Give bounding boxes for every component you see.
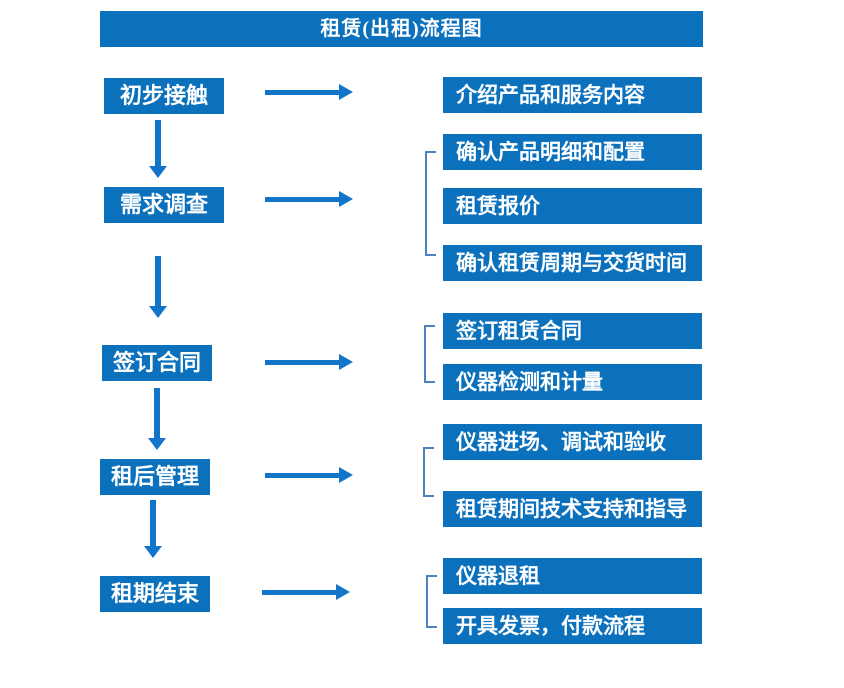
group-bracket-post-rental [423, 447, 434, 497]
down-arrow-head [144, 546, 162, 558]
down-arrow-line [154, 388, 160, 438]
right-arrow-line [265, 89, 339, 95]
step-box-sign-contract: 签订合同 [102, 345, 212, 381]
down-arrow-head [149, 306, 167, 318]
right-arrow-line [265, 196, 339, 202]
step-box-initial-contact: 初步接触 [104, 78, 224, 114]
right-arrow-head [339, 354, 353, 370]
step-box-demand-survey: 需求调查 [104, 187, 224, 223]
down-arrow-head [149, 166, 167, 178]
right-arrow-head [339, 191, 353, 207]
right-arrow-head [339, 84, 353, 100]
down-arrow-line [155, 256, 161, 306]
page-title: 租赁(出租)流程图 [100, 11, 703, 47]
detail-box-instrument-return: 仪器退租 [443, 558, 702, 594]
right-arrow-icon [262, 584, 350, 600]
detail-box-confirm-rental-period: 确认租赁周期与交货时间 [443, 245, 702, 281]
detail-box-introduce-products: 介绍产品和服务内容 [443, 77, 702, 113]
detail-box-technical-support: 租赁期间技术支持和指导 [443, 491, 702, 527]
right-arrow-line [262, 589, 336, 595]
detail-box-instrument-setup: 仪器进场、调试和验收 [443, 424, 702, 460]
step-box-rental-end: 租期结束 [100, 576, 210, 612]
down-arrow-head [148, 438, 166, 450]
group-bracket-demand-survey [425, 151, 436, 256]
right-arrow-line [265, 359, 339, 365]
detail-box-confirm-product-details: 确认产品明细和配置 [443, 134, 702, 170]
detail-box-instrument-inspection: 仪器检测和计量 [443, 364, 702, 400]
right-arrow-icon [265, 354, 353, 370]
detail-box-invoice-payment: 开具发票，付款流程 [443, 608, 702, 644]
right-arrow-icon [265, 191, 353, 207]
detail-box-rental-quotation: 租赁报价 [443, 188, 702, 224]
right-arrow-icon [265, 467, 353, 483]
down-arrow-line [150, 500, 156, 546]
group-bracket-sign-contract [424, 325, 435, 383]
right-arrow-icon [265, 84, 353, 100]
group-bracket-rental-end [426, 575, 437, 628]
down-arrow-line [155, 120, 161, 166]
detail-box-sign-rental-contract: 签订租赁合同 [443, 313, 702, 349]
right-arrow-head [336, 584, 350, 600]
right-arrow-line [265, 472, 339, 478]
down-arrow-icon [144, 500, 162, 558]
right-arrow-head [339, 467, 353, 483]
down-arrow-icon [149, 120, 167, 178]
down-arrow-icon [148, 388, 166, 450]
step-box-post-rental-management: 租后管理 [100, 459, 210, 495]
down-arrow-icon [149, 256, 167, 318]
